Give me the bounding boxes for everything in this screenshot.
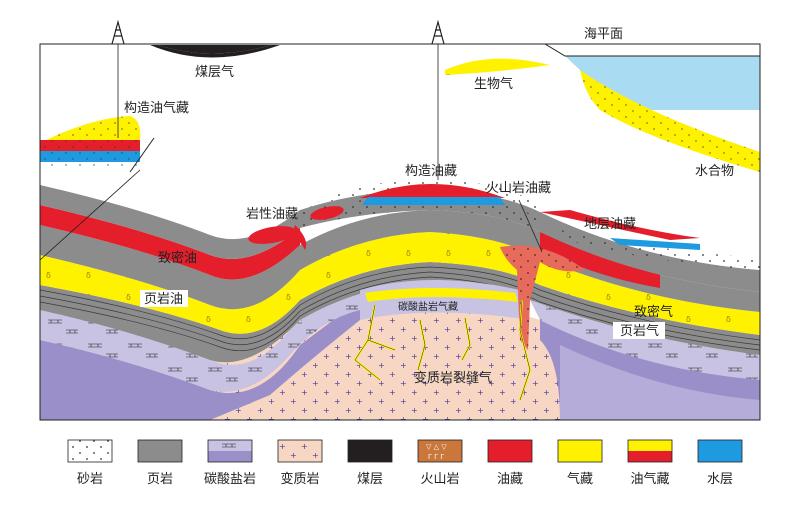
label-sea-level: 海平面 bbox=[584, 27, 623, 42]
tight-oil-layer bbox=[40, 205, 300, 280]
legend-item: 油气藏 bbox=[627, 439, 673, 487]
legend-item: 页岩 bbox=[137, 439, 183, 487]
lithologic-reservoir-1 bbox=[310, 206, 344, 220]
label-metamorphic-fracture-gas: 变质岩裂缝气 bbox=[414, 370, 492, 386]
legend-item: 砂岩 bbox=[67, 439, 113, 487]
legend-label: 页岩 bbox=[147, 472, 173, 487]
legend-label: 水层 bbox=[707, 472, 733, 487]
lithologic-reservoir-2 bbox=[248, 226, 296, 244]
stratigraphic-reservoir bbox=[540, 210, 700, 240]
legend-item: 水层 bbox=[697, 439, 743, 487]
legend-item: 气藏 bbox=[557, 439, 603, 487]
shale-oil-layer bbox=[40, 210, 760, 312]
label-structural-reservoir: 构造油藏 bbox=[405, 164, 457, 179]
label-stratigraphic-reservoir: 地层油藏 bbox=[584, 217, 636, 232]
label-biogas: 生物气 bbox=[474, 76, 513, 92]
legend-item: 变质岩 bbox=[277, 439, 323, 487]
legend-label: 气藏 bbox=[567, 471, 593, 487]
label-carbonate-gas: 碳酸盐岩气藏 bbox=[398, 300, 458, 313]
label-hydrate: 水合物 bbox=[695, 164, 734, 179]
label-shale-oil: 页岩油 bbox=[144, 292, 183, 307]
svg-text:ᒥ ᒥ ᒥ: ᒥ ᒥ ᒥ bbox=[428, 453, 444, 461]
legend-label: 变质岩 bbox=[280, 471, 319, 487]
legend-label: 砂岩 bbox=[77, 472, 103, 487]
label-structural-oil-gas: 构造油气藏 bbox=[124, 100, 189, 116]
legend-item: 油藏 bbox=[487, 439, 533, 487]
label-tight-gas: 致密气 bbox=[634, 304, 673, 320]
legend-item: 碳酸盐岩 bbox=[204, 439, 256, 487]
legend: 砂岩 页岩 碳酸盐岩 变质岩 煤层 ▽ △ ▽ ᒥ ᒥ ᒥ 火山岩 油藏 气藏 油气藏 水层 bbox=[67, 439, 743, 487]
carbonate-lower bbox=[40, 300, 360, 420]
legend-label: 油藏 bbox=[497, 472, 523, 487]
label-volcanic-reservoir: 火山岩油藏 bbox=[486, 181, 551, 196]
label-lithologic-reservoir: 岩性油藏 bbox=[246, 207, 298, 222]
legend-item: 煤层 bbox=[347, 439, 393, 487]
legend-label: 火山岩 bbox=[420, 472, 459, 487]
svg-text:▽ △ ▽: ▽ △ ▽ bbox=[426, 443, 447, 451]
label-coal-gas: 煤层气 bbox=[195, 64, 234, 80]
label-shale-gas: 页岩气 bbox=[620, 323, 659, 339]
cross-section bbox=[39, 43, 761, 421]
label-tight-oil: 致密油 bbox=[158, 250, 197, 266]
structural-oil-gas-trap bbox=[40, 116, 141, 170]
sea bbox=[565, 56, 760, 110]
derrick-right-icon bbox=[431, 19, 445, 180]
derrick-left-icon bbox=[111, 19, 125, 138]
coal-seam bbox=[150, 45, 280, 58]
shale-gas-layer bbox=[40, 262, 760, 363]
legend-label: 煤层 bbox=[357, 472, 383, 487]
legend-label: 碳酸盐岩 bbox=[204, 472, 256, 487]
structural-oil-reservoir bbox=[360, 184, 505, 198]
legend-label: 油气藏 bbox=[630, 471, 669, 487]
legend-item: ▽ △ ▽ ᒥ ᒥ ᒥ 火山岩 bbox=[417, 439, 463, 487]
